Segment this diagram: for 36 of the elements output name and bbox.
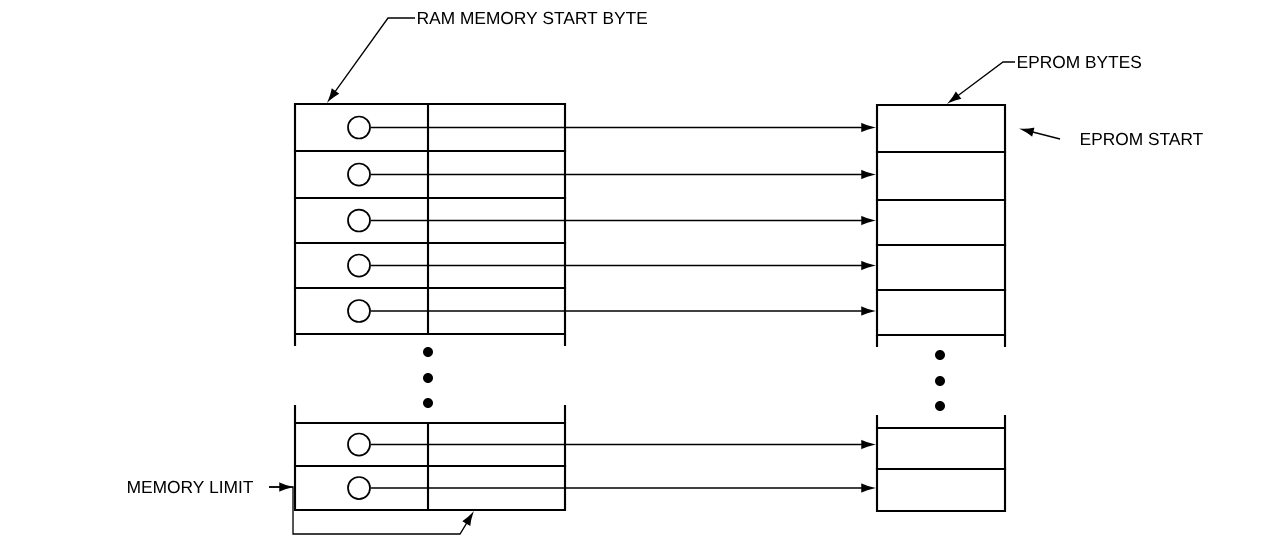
memory-cell xyxy=(875,426,1007,471)
leader-line xyxy=(948,61,1016,103)
arrow xyxy=(370,261,874,270)
arrow xyxy=(370,123,874,132)
label-text: RAM MEMORY START BYTE xyxy=(418,11,647,25)
arrow xyxy=(370,306,874,316)
memory-row xyxy=(293,102,567,153)
pointer-circle xyxy=(347,208,371,233)
memory-cell xyxy=(875,288,1007,337)
pointer-circle xyxy=(347,299,371,323)
arrow xyxy=(268,486,473,535)
leader-line xyxy=(328,17,416,101)
memory-row xyxy=(293,241,567,290)
memory-cell xyxy=(875,103,1007,154)
arrow xyxy=(370,483,874,493)
memory-row xyxy=(293,421,567,468)
pointer-circle xyxy=(347,115,371,140)
arrow xyxy=(370,216,874,225)
memory-row xyxy=(293,149,567,200)
arrow xyxy=(370,440,874,449)
label-text: EPROM START xyxy=(1081,132,1203,146)
memory-row xyxy=(293,286,567,336)
memory-cell xyxy=(875,467,1007,513)
arrow xyxy=(1021,127,1061,140)
memory-cell xyxy=(875,150,1007,202)
memory-row xyxy=(293,196,567,245)
memory-cell xyxy=(875,198,1007,247)
pointer-circle xyxy=(347,432,371,457)
label-text: MEMORY LIMIT xyxy=(128,480,253,494)
memory-row xyxy=(293,464,567,512)
pointer-circle xyxy=(347,253,371,278)
label-text: EPROM BYTES xyxy=(1018,55,1141,69)
pointer-circle xyxy=(347,476,371,500)
memory-cell xyxy=(875,243,1007,292)
arrow xyxy=(370,170,874,179)
pointer-circle xyxy=(347,162,371,187)
